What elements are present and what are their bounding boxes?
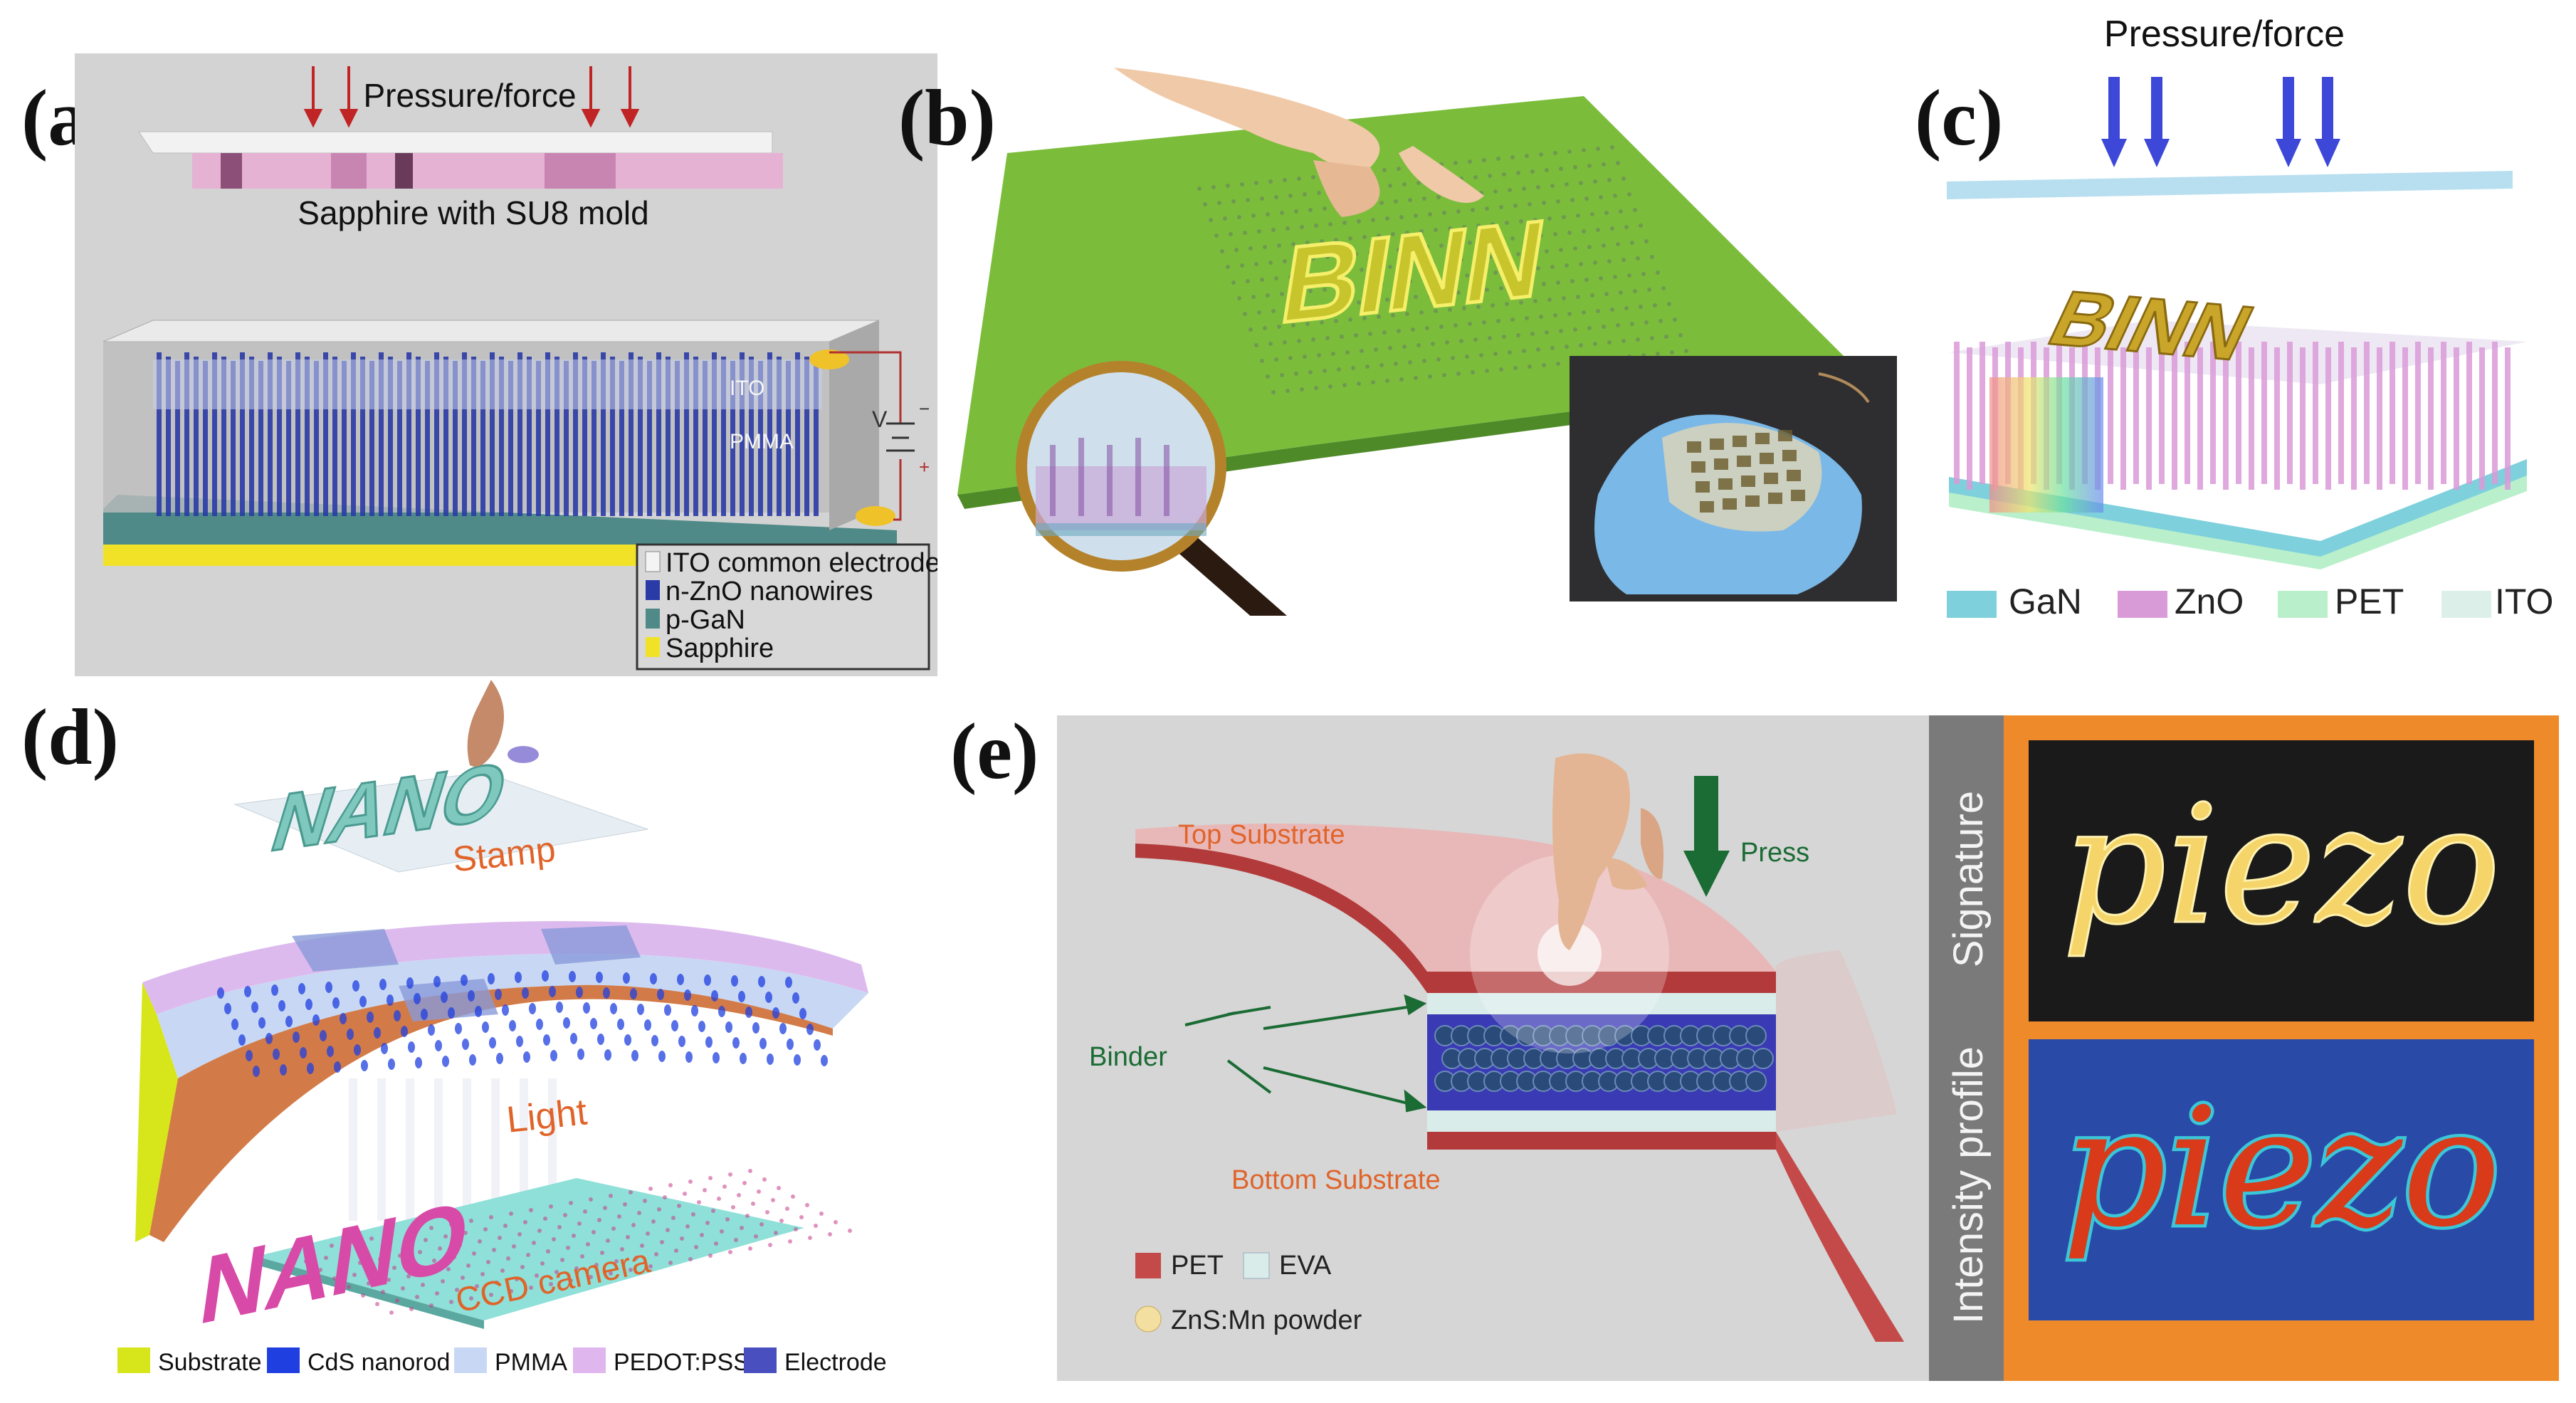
legend-zno-c: ZnO (2175, 582, 2244, 621)
magnifier-icon (1016, 361, 1287, 616)
plus-sign: + (919, 456, 930, 478)
intensity-label: Intensity profile (1945, 1046, 1992, 1324)
legend-zno: n-ZnO nanowires (666, 577, 873, 606)
intensity-image (2029, 1039, 2534, 1320)
force-arrows (303, 66, 640, 128)
nanowires (157, 352, 819, 516)
legend-ito: ITO common electrode (666, 548, 937, 578)
flexible-device-photo (1570, 356, 1897, 601)
signature-image (2029, 740, 2534, 1021)
legend-pmma-d: PMMA (495, 1349, 567, 1376)
hand-illustration-e (1552, 753, 1663, 950)
legend-cds: CdS nanorod (307, 1349, 450, 1376)
cds-nanorod-dots (217, 970, 828, 1077)
sensor-dot-grid (1197, 145, 1688, 394)
force-label-c: Pressure/force (2104, 14, 2345, 55)
voltage-label: V (872, 406, 888, 432)
panel-a-legend: ITO common electrode n-ZnO nanowires p-G… (636, 543, 937, 671)
finger-illustration (467, 680, 504, 767)
panel-c: Pressure/force BINN GaN (1936, 0, 2562, 641)
legend-substrate: Substrate (158, 1349, 262, 1376)
ito-label: ITO (730, 377, 764, 400)
force-arrows-c (2101, 77, 2340, 167)
curved-device-sheet (135, 921, 868, 1242)
image-nano-text: NANO (194, 1180, 475, 1346)
panel-e: Top Substrate Bottom Substrate Press Bin… (1057, 715, 2559, 1381)
legend-sapphire: Sapphire (666, 634, 774, 663)
panel-d-legend: Substrate CdS nanorod PMMA PEDOT:PSS Ele… (117, 1347, 887, 1376)
binn-device: BINN (1949, 274, 2527, 569)
legend-gan: p-GaN (666, 605, 745, 635)
panel-a: Pressure/force Sapphire with SU8 mold IT… (75, 53, 937, 676)
mold-plate (138, 131, 783, 189)
panel-c-legend: GaN ZnO PET ITO (1947, 582, 2553, 621)
panel-e-legend: PET EVA ZnS:Mn powder (1135, 1251, 1362, 1335)
device-binn-text: BINN (2036, 275, 2266, 377)
nanowire-device (102, 320, 915, 566)
legend-pedot: PEDOT:PSS (614, 1349, 750, 1376)
ccd-plate (256, 1178, 804, 1320)
intensity-word: piezo (2062, 1073, 2501, 1263)
zns-powder-spheres (1434, 1025, 1774, 1092)
pmma-label: PMMA (730, 430, 794, 453)
layered-device (1135, 824, 1904, 1342)
legend-electrode: Electrode (784, 1349, 887, 1376)
binder-arrows (1184, 994, 1427, 1113)
ccd-dots (290, 1169, 852, 1315)
hand-illustration (1114, 68, 1484, 217)
force-label: Pressure/force (363, 77, 576, 114)
signature-word: piezo (2062, 771, 2501, 961)
legend-powder: ZnS:Mn powder (1171, 1305, 1362, 1335)
light-label: Light (505, 1091, 589, 1141)
mold-label: Sapphire with SU8 mold (298, 194, 648, 231)
panel-c-label: (c) (1915, 74, 2004, 162)
top-substrate-label: Top Substrate (1178, 820, 1345, 850)
top-plate (1947, 171, 2513, 199)
legend-ito-c: ITO (2495, 582, 2553, 621)
press-arrow (1683, 776, 1730, 897)
legend-pet-e: PET (1171, 1251, 1224, 1281)
legend-eva: EVA (1279, 1251, 1332, 1281)
label-strip (1929, 715, 2004, 1381)
minus-sign: − (919, 398, 930, 419)
panel-b: BINN (943, 68, 1904, 616)
press-label: Press (1740, 838, 1809, 868)
stamp-plate (233, 772, 648, 873)
panel-d: NANO Stamp Light NANO CCD camera (114, 680, 932, 1392)
panel-d-label: (d) (21, 693, 119, 782)
bottom-substrate-label: Bottom Substrate (1231, 1165, 1441, 1195)
legend-gan-c: GaN (2009, 582, 2082, 621)
binder-label: Binder (1089, 1042, 1167, 1072)
legend-pet-c: PET (2335, 582, 2404, 621)
panel-e-label: (e) (950, 708, 1039, 796)
signature-label: Signature (1945, 791, 1992, 967)
panel-b-label: (b) (898, 74, 996, 162)
